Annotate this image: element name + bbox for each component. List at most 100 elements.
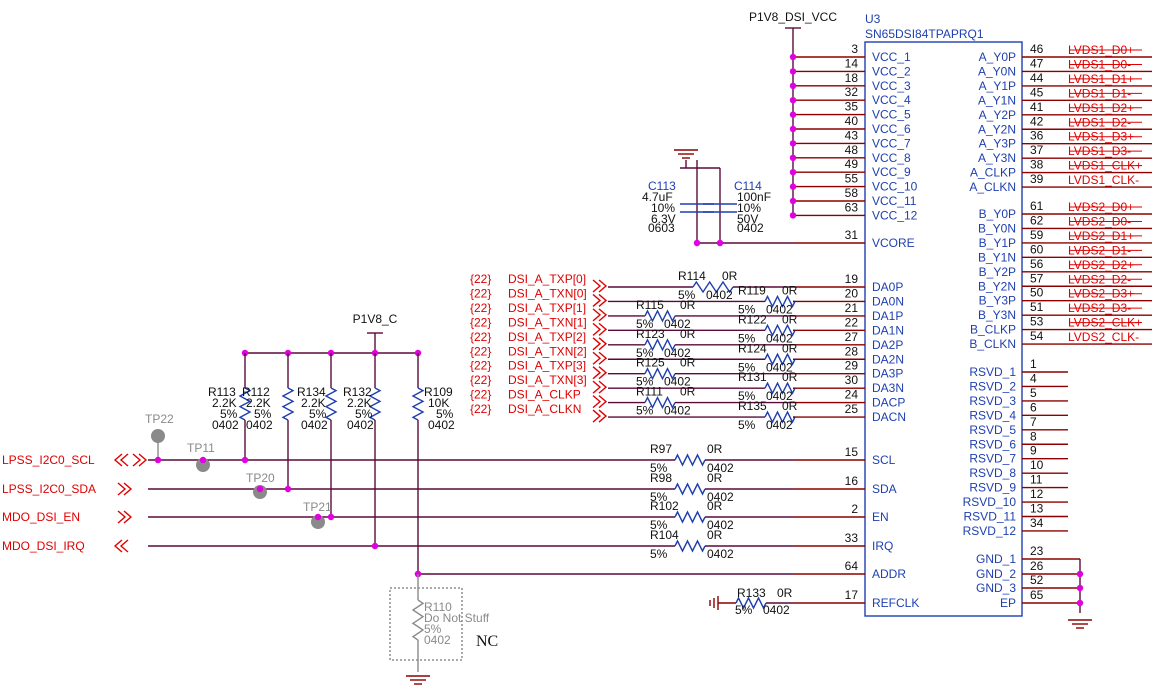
- junction-dot: [789, 125, 797, 133]
- pin-name: RSVD_11: [964, 510, 1017, 524]
- resistor-package: 0402: [301, 418, 328, 432]
- sheet-ref: {22}: [470, 373, 491, 387]
- pin-name: RSVD_9: [969, 481, 1016, 495]
- junction-dot: [789, 197, 797, 205]
- pin-name: RSVD_4: [969, 408, 1016, 422]
- test-point-label: TP22: [145, 412, 174, 426]
- pin-number: 6: [1030, 400, 1037, 414]
- pin-number: 20: [845, 286, 859, 300]
- resistor-value: 2.2K: [212, 396, 237, 410]
- offpage-connector-icon: [592, 366, 608, 380]
- pin-name: B_CLKP: [970, 323, 1016, 337]
- pin-number: 8: [1030, 429, 1037, 443]
- pin-number: 1: [1030, 357, 1037, 371]
- pin-name: EP: [1000, 596, 1016, 610]
- power-rail-label: P1V8_C: [353, 312, 398, 326]
- net-label: DSI_A_TXN[1]: [508, 315, 587, 329]
- pin-number: 13: [1030, 502, 1044, 516]
- pin-number: 4: [1030, 371, 1037, 385]
- junction-dot: [716, 239, 724, 247]
- pin-number: 44: [1030, 71, 1044, 85]
- pin-name: DA3P: [872, 367, 903, 381]
- net-label: DSI_A_TXP[0]: [508, 272, 586, 286]
- pin-number: 26: [1030, 559, 1044, 573]
- resistor-tolerance: 5%: [650, 490, 668, 504]
- offpage-connector-icon: [592, 293, 608, 307]
- resistor-tolerance: 5%: [636, 375, 654, 389]
- pin-number: 62: [1030, 213, 1044, 227]
- pin-number: 47: [1030, 56, 1044, 70]
- resistor-refdes: R124: [738, 341, 767, 355]
- pin-number: 53: [1030, 315, 1044, 329]
- pin-number: 57: [1030, 271, 1044, 285]
- net-label: LPSS_I2C0_SDA: [2, 482, 96, 496]
- pin-name: A_Y2P: [979, 108, 1016, 122]
- junction-dot: [241, 456, 249, 464]
- resistor-refdes: R132: [343, 385, 372, 399]
- net-label: DSI_A_TXN[0]: [508, 286, 587, 300]
- pin-name: RSVD_10: [963, 495, 1017, 509]
- resistor-package: 0402: [766, 302, 793, 316]
- pin-number: 16: [845, 474, 859, 488]
- resistor-tolerance: 5%: [436, 407, 454, 421]
- resistor-refdes: R134: [297, 385, 326, 399]
- resistor-symbol: [764, 323, 796, 337]
- pin-number: 63: [845, 200, 859, 214]
- net-label: DSI_A_CLKP: [508, 388, 581, 402]
- pin-number: 33: [845, 531, 859, 545]
- pin-name: DA2N: [872, 352, 904, 366]
- net-label: MDO_DSI_EN: [2, 510, 80, 524]
- pin-number: 49: [845, 157, 859, 171]
- offpage-connector-icon: [113, 539, 129, 553]
- pin-name: B_Y3P: [979, 294, 1016, 308]
- ground-icon: [709, 596, 719, 610]
- junction-dot: [789, 111, 797, 118]
- resistor-value: 0R: [777, 586, 793, 600]
- offpage-connector-icon: [592, 308, 608, 322]
- resistor-value: 2.2K: [246, 396, 271, 410]
- pin-name: VCC_6: [872, 122, 911, 136]
- junction-dot: [256, 485, 264, 493]
- pin-number: 27: [845, 330, 859, 344]
- pin-number: 38: [1030, 158, 1044, 172]
- junction-dot: [1076, 570, 1084, 578]
- dns-outline: [389, 587, 463, 661]
- pin-name: RSVD_1: [969, 365, 1016, 379]
- sheet-ref: {22}: [470, 286, 491, 300]
- ic-refdes: U3: [865, 12, 881, 26]
- pin-number: 18: [845, 71, 859, 85]
- pin-number: 17: [845, 588, 859, 602]
- resistor-symbol: [238, 387, 252, 421]
- pin-name: DA3N: [872, 381, 904, 395]
- pin-number: 36: [1030, 129, 1044, 143]
- resistor-package: 0402: [707, 490, 734, 504]
- resistor-refdes: R97: [650, 442, 672, 456]
- capacitor-value: 4.7uF: [642, 190, 673, 204]
- capacitor-package: 0603: [648, 221, 675, 235]
- pin-number: 45: [1030, 85, 1044, 99]
- resistor-package: 0402: [664, 346, 691, 360]
- pin-number: 54: [1030, 329, 1044, 343]
- resistor-symbol: [324, 387, 338, 421]
- pin-name: EN: [872, 510, 889, 524]
- pin-number: 58: [845, 186, 859, 200]
- net-label: LPSS_I2C0_SCL: [2, 453, 95, 467]
- offpage-connector-icon: [117, 482, 133, 496]
- resistor-tolerance: 5%: [738, 360, 756, 374]
- pin-name: VCC_5: [872, 108, 911, 122]
- resistor-symbol: [764, 410, 796, 424]
- junction-dot: [789, 154, 797, 161]
- pin-name: B_Y1P: [979, 236, 1016, 250]
- resistor-refdes: R98: [650, 471, 672, 485]
- pin-number: 51: [1030, 300, 1044, 314]
- pin-number: 22: [845, 315, 859, 329]
- resistor-tolerance: 5%: [738, 331, 756, 345]
- resistor-tolerance: 5%: [636, 346, 654, 360]
- test-point-label: TP11: [187, 441, 215, 455]
- resistor-symbol: [644, 367, 676, 381]
- pin-number: 11: [1030, 473, 1043, 487]
- resistor-symbol: [674, 482, 706, 496]
- pin-number: 12: [1030, 487, 1044, 501]
- resistor-refdes: R113: [208, 385, 236, 399]
- resistor-symbol: [281, 387, 295, 421]
